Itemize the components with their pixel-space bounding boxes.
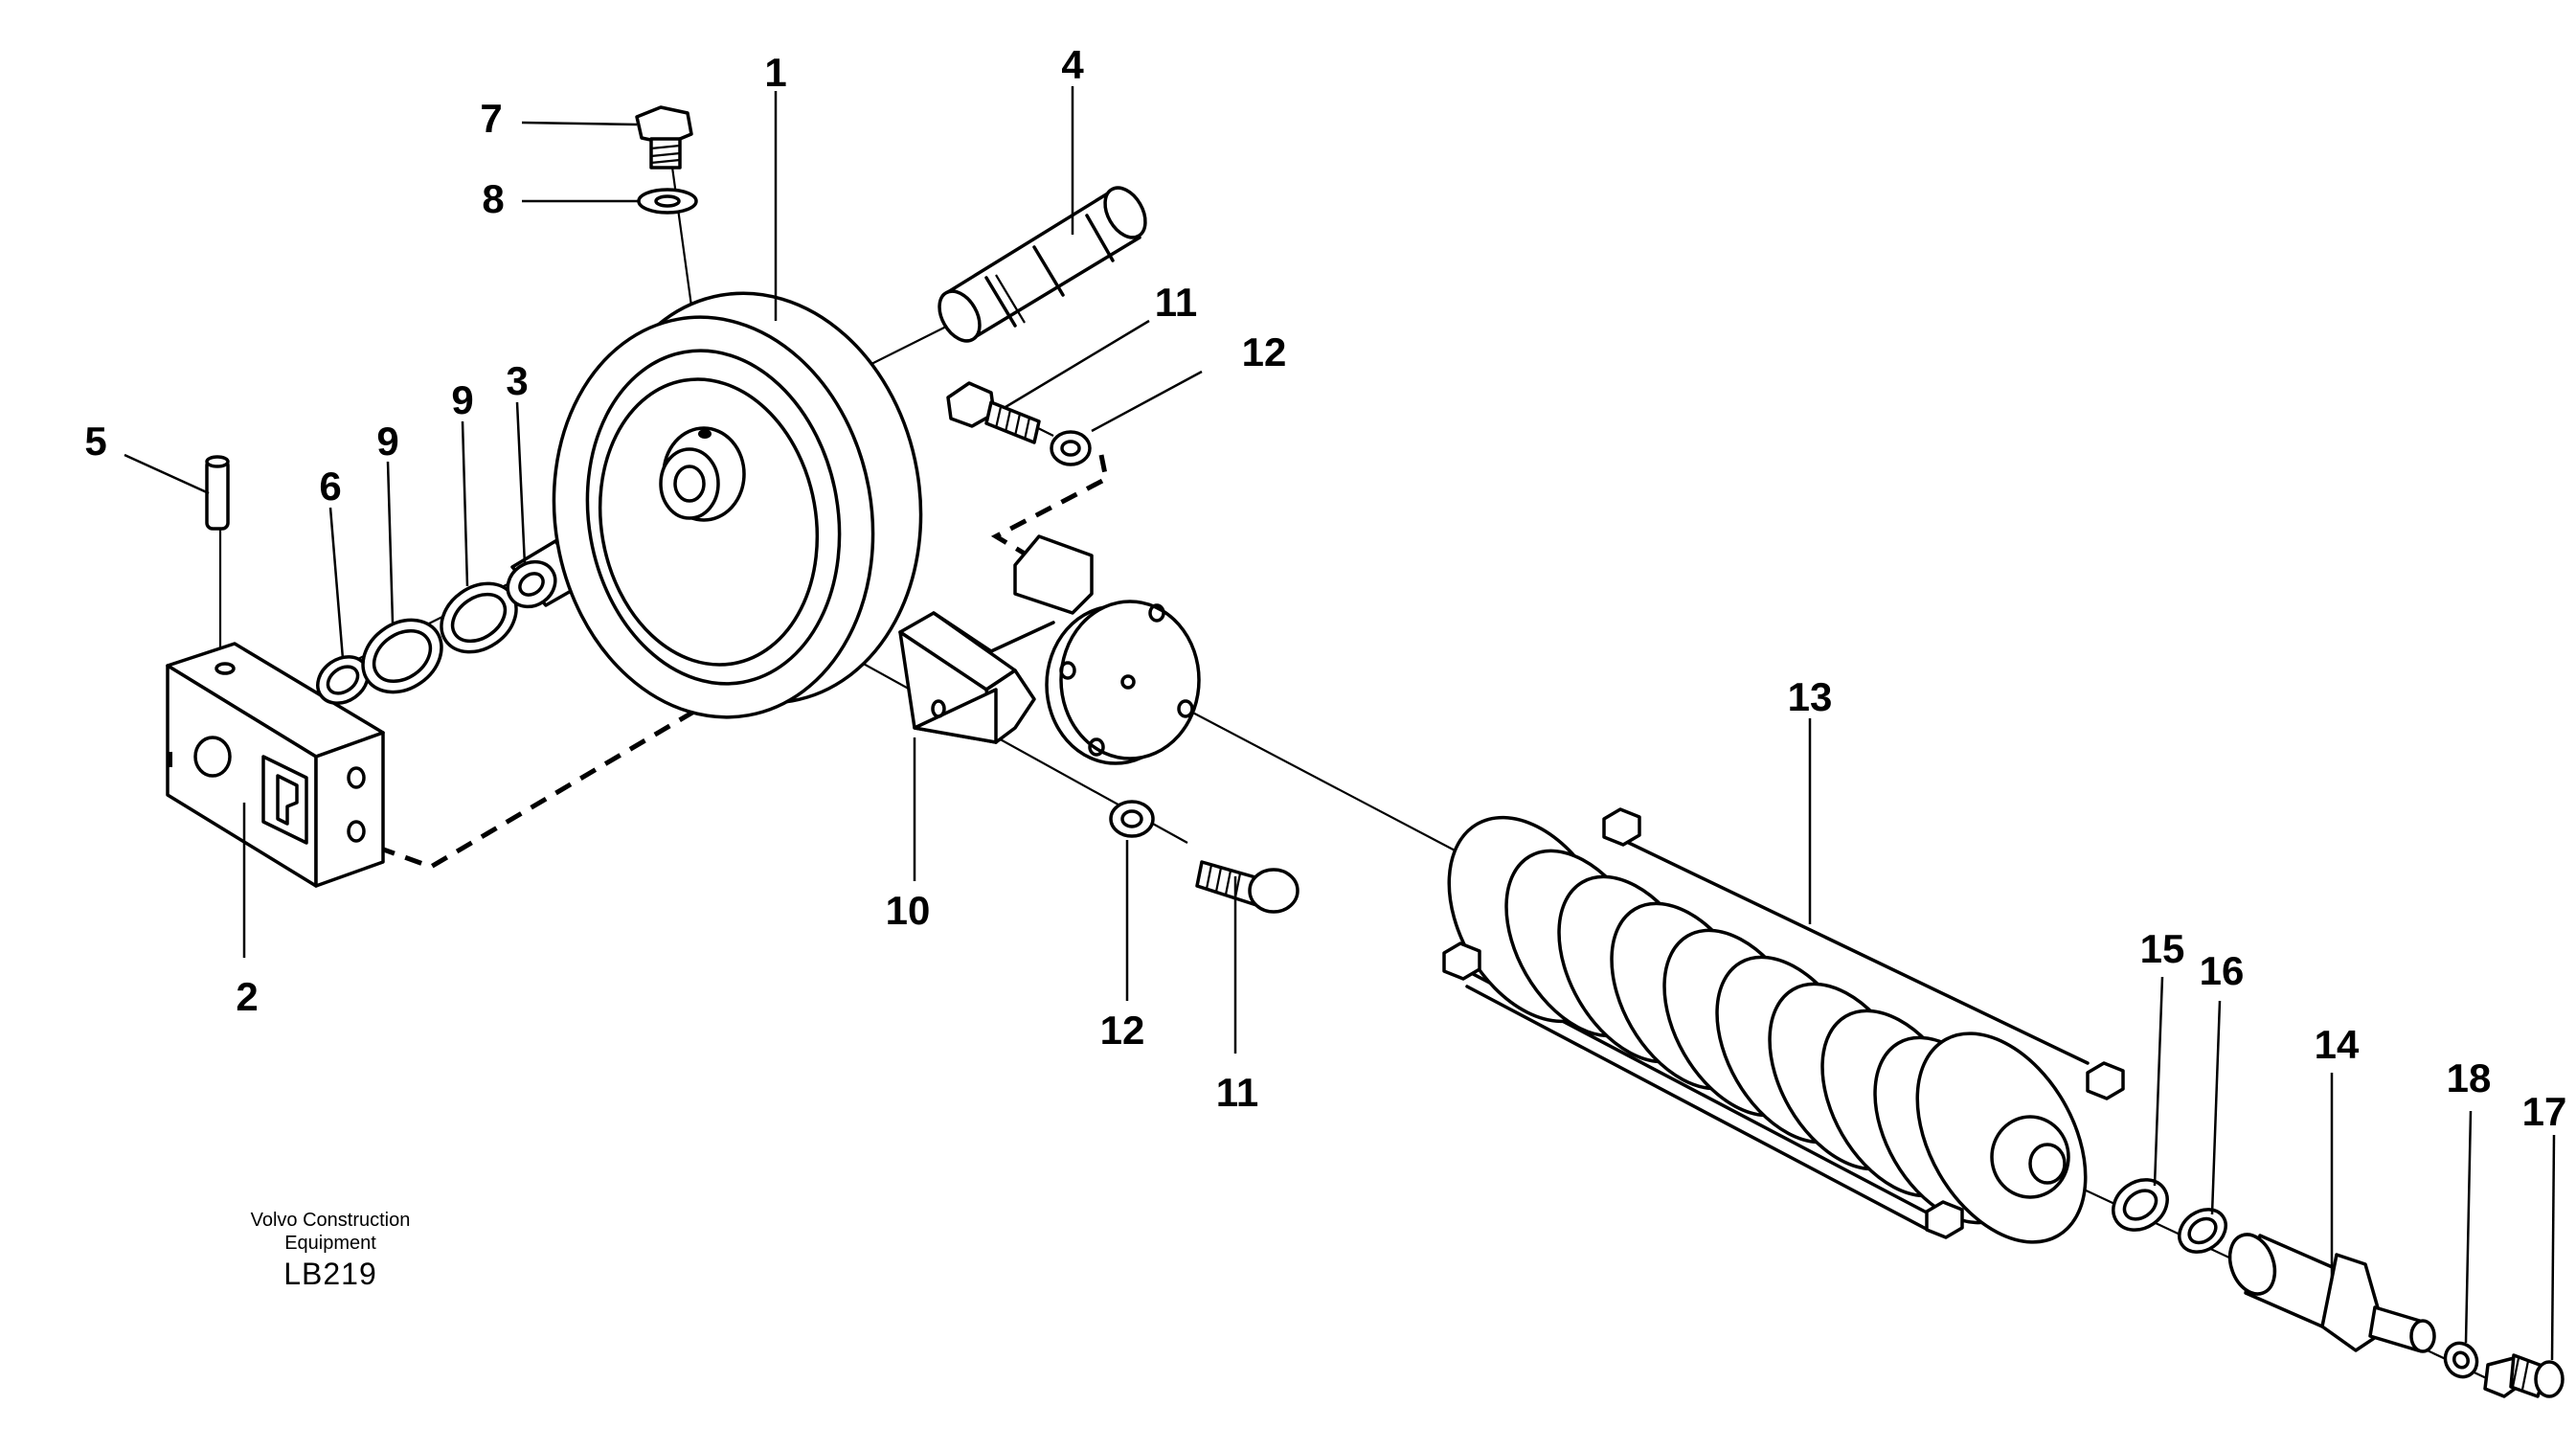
dashed-connection-lines [377,454,1109,870]
part-number-labels: 1 2 3 4 5 6 7 8 9 9 10 11 12 12 11 13 14… [84,42,2566,1134]
label-part-12-lower: 12 [1100,1008,1145,1053]
bolt-part-7 [635,105,693,170]
washer-part-18 [2443,1341,2479,1379]
piston-part-14 [2227,1233,2436,1353]
label-part-11-lower: 11 [1216,1070,1258,1115]
washer-part-12-upper [1050,430,1092,466]
bolt-part-11-upper [946,381,1041,444]
mounting-bracket-part-10 [898,534,1201,765]
ring-part-6 [316,655,370,705]
label-part-15: 15 [2140,926,2185,971]
label-part-4: 4 [1061,42,1084,87]
label-part-12-upper: 12 [1242,329,1287,374]
label-part-14: 14 [2315,1022,2360,1067]
seal-ring-part-9a [361,618,443,694]
washer-part-8 [637,188,698,215]
seal-ring-part-9b [440,581,518,654]
bushing-part-3 [506,539,588,609]
diagram-code: LB219 [283,1257,377,1291]
bracket-block-part-2 [166,642,385,888]
label-part-5: 5 [84,419,106,464]
label-part-8: 8 [482,176,504,221]
company-name-line-2: Equipment [284,1233,376,1254]
bolt-part-11-lower [1195,860,1299,914]
label-part-16: 16 [2200,948,2245,993]
ring-part-15 [2112,1178,2169,1232]
label-part-9a: 9 [376,419,398,464]
shaft-part-4 [938,186,1147,343]
pin-part-5 [205,455,230,531]
recoil-spring-part-13 [1442,807,2125,1244]
label-part-13: 13 [1788,674,1833,719]
label-part-6: 6 [319,464,341,509]
label-part-10: 10 [886,888,931,933]
diagram-caption: Volvo Construction Equipment LB219 [182,1209,479,1293]
label-part-17: 17 [2522,1089,2567,1134]
label-part-3: 3 [506,358,528,403]
ring-part-16 [2178,1208,2227,1254]
leader-lines [124,86,2556,1361]
label-part-7: 7 [480,96,502,141]
label-part-2: 2 [236,974,258,1019]
washer-part-12-lower [1109,800,1155,838]
grease-fitting-part-17 [2483,1353,2565,1398]
label-part-9b: 9 [451,377,473,422]
label-part-1: 1 [764,50,786,95]
label-part-11-upper: 11 [1155,280,1197,325]
idler-wheel-part-1 [552,291,923,719]
label-part-18: 18 [2447,1055,2492,1100]
company-name-line-1: Volvo Construction [250,1210,411,1231]
